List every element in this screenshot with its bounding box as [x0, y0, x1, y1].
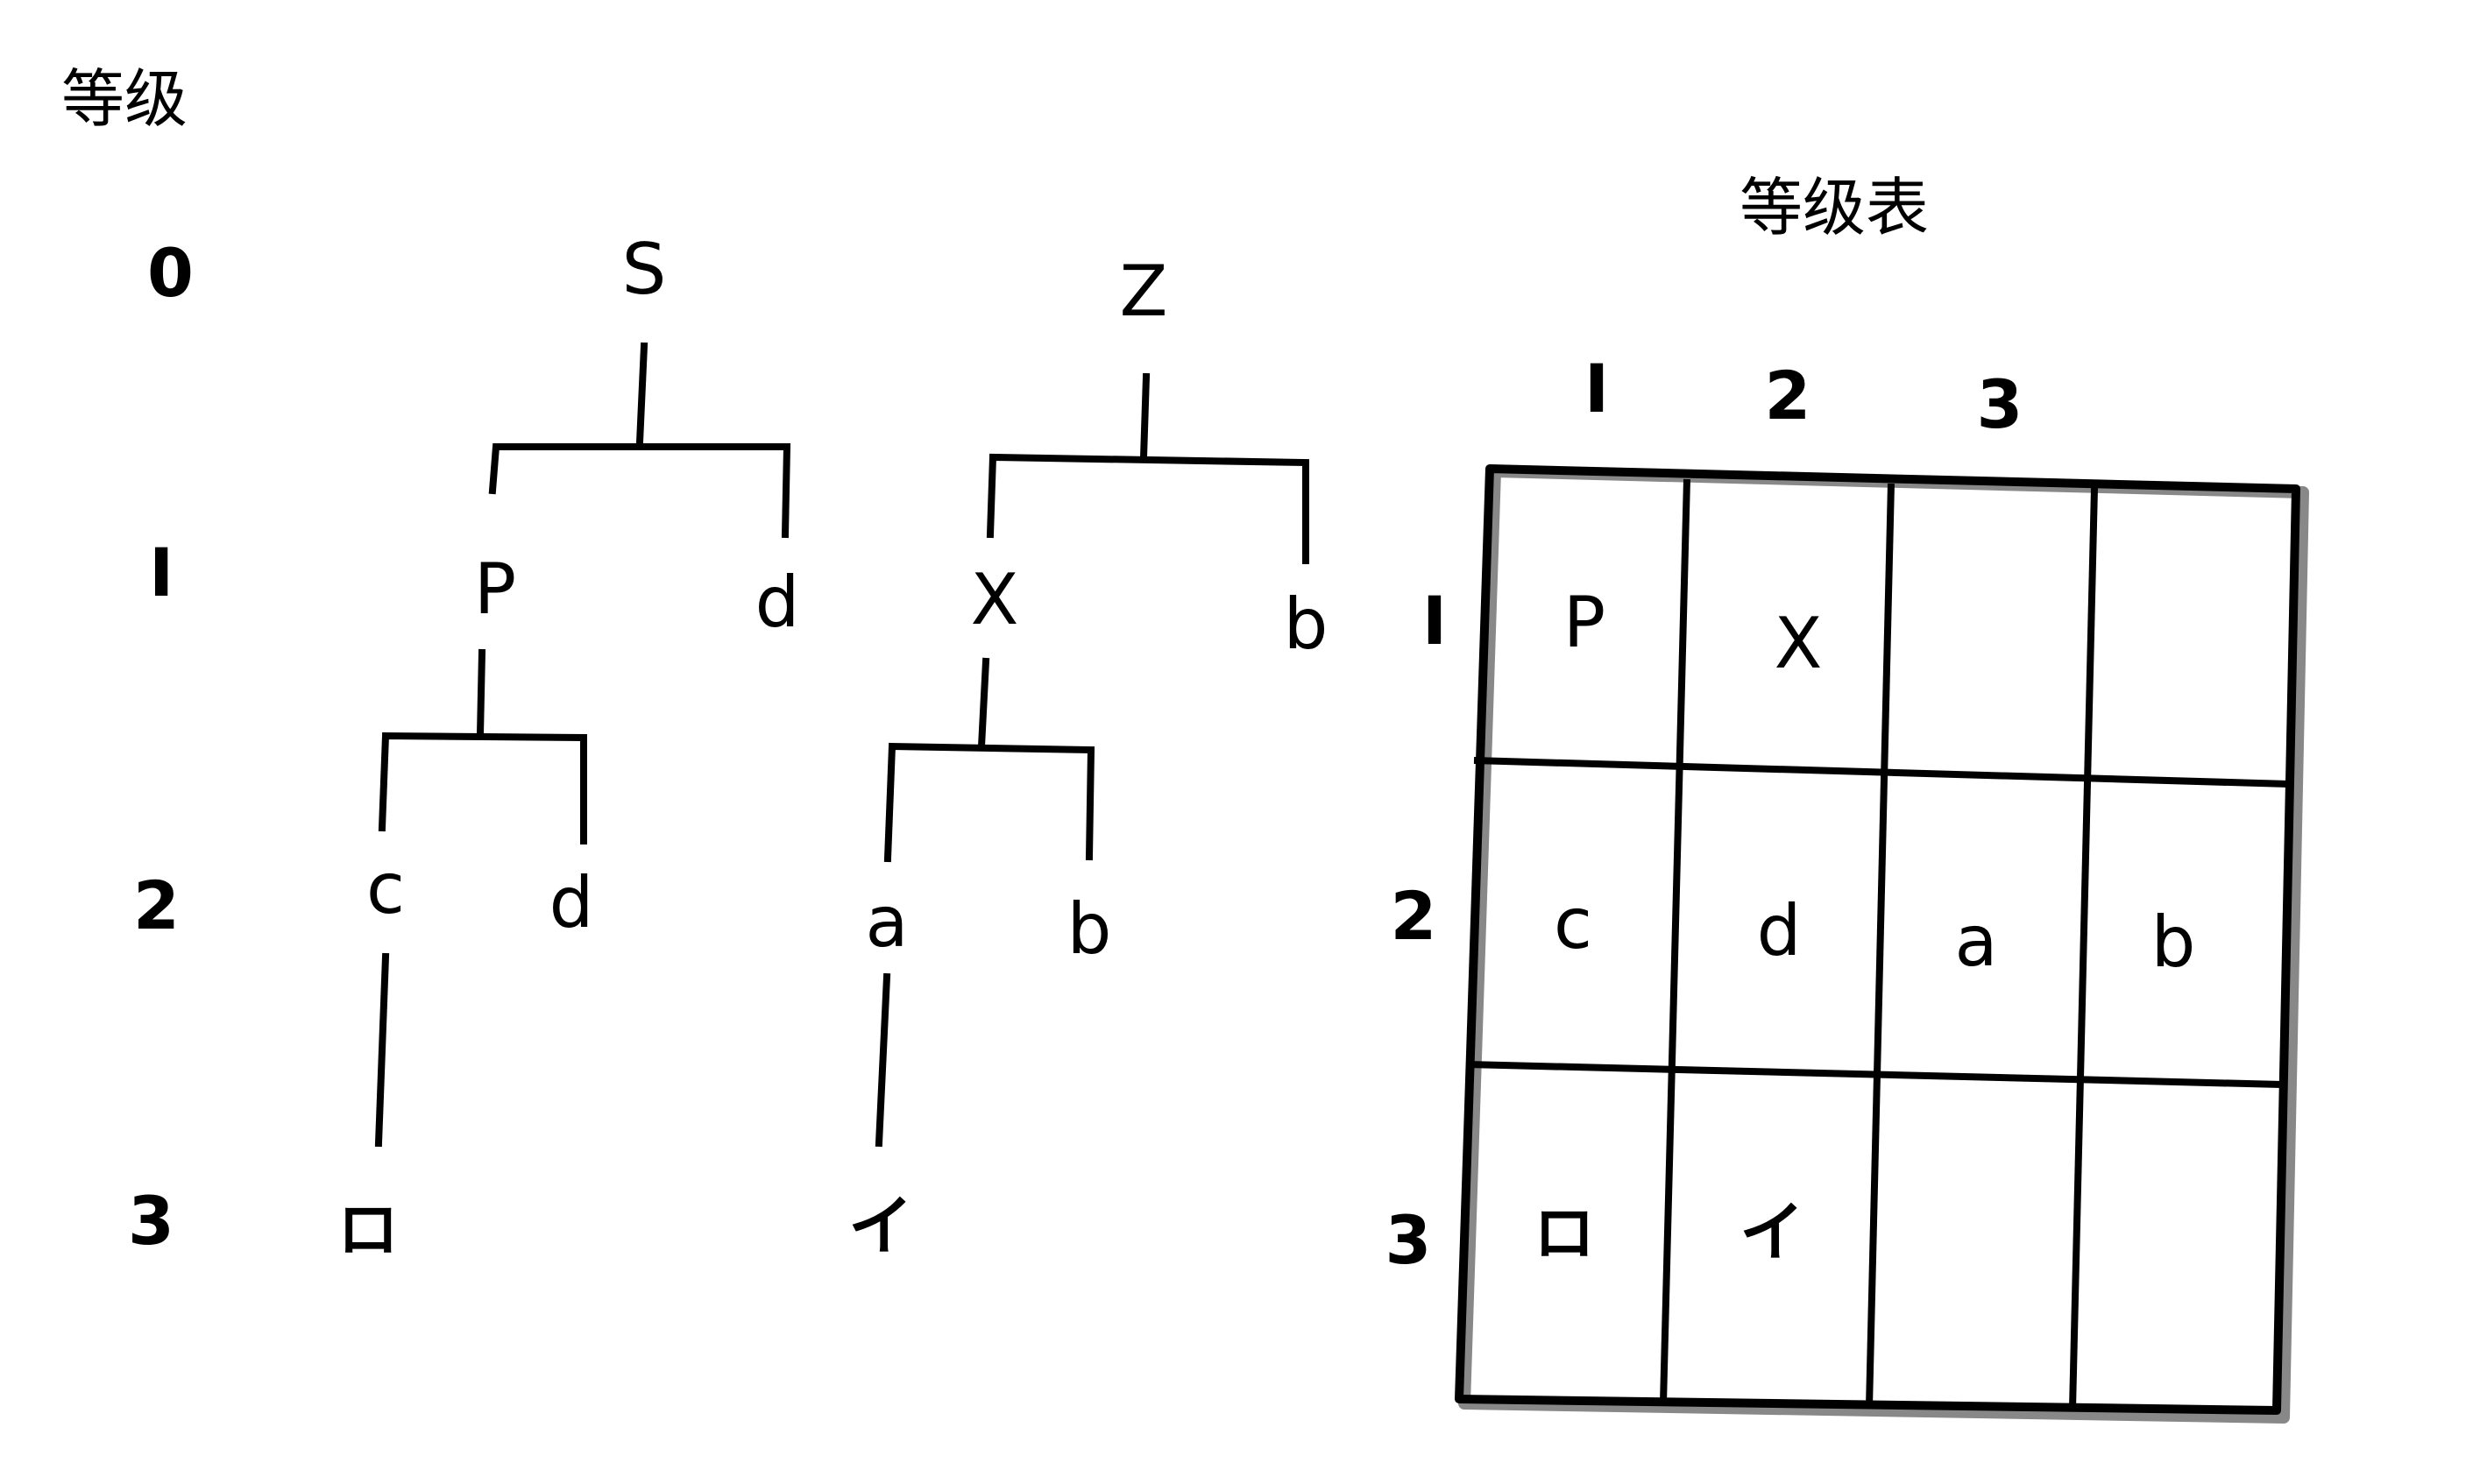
table-cell: c	[1554, 883, 1592, 965]
table-col-header-1: I	[1584, 350, 1609, 428]
tree-z-node-b1: b	[1284, 583, 1329, 665]
tree-s-node-d2: d	[549, 862, 594, 943]
table-col-header-3: 3	[1977, 365, 2023, 443]
level-title: 等级	[61, 62, 188, 136]
table-cell: X	[1775, 603, 1823, 684]
tree-s-connectors	[374, 342, 791, 1148]
tree-z-node-x: X	[971, 559, 1019, 640]
table-col-header-2: 2	[1765, 357, 1811, 435]
tree-z: Z X b a b イ	[848, 251, 1328, 1264]
table-row-header-1: I	[1422, 582, 1447, 660]
tree-z-node-i: イ	[848, 1189, 913, 1264]
tree-z-node-a: a	[865, 881, 908, 963]
table-cells: P X c d a b ロ イ	[1534, 582, 2195, 1270]
level-label-1: I	[149, 534, 174, 611]
tree-z-root: Z	[1120, 251, 1168, 332]
table-cell: ロ	[1534, 1198, 1595, 1269]
table-cell: P	[1563, 582, 1605, 663]
level-table: I 2 3 I 2 3 P X c d a b ロ イ	[1385, 350, 2309, 1424]
level-label-2: 2	[133, 866, 180, 944]
table-row-headers: I 2 3	[1385, 582, 1448, 1279]
level-label-3: 3	[128, 1182, 174, 1260]
tree-s-root: S	[622, 229, 667, 310]
table-cell: d	[1757, 890, 1802, 972]
table-grid	[1455, 464, 2309, 1424]
table-col-headers: I 2 3	[1584, 350, 2023, 443]
table-frame	[1455, 464, 2300, 1415]
tree-s-node-d1: d	[755, 562, 800, 643]
level-label-0: 0	[147, 234, 194, 312]
tree-s-node-c: c	[366, 848, 405, 929]
tree-s-node-p: P	[474, 548, 516, 630]
table-row-header-3: 3	[1385, 1201, 1432, 1279]
table-row-header-2: 2	[1391, 877, 1437, 955]
tree-s: S P d c d ロ	[337, 229, 799, 1266]
level-labels: 0 I 2 3	[128, 234, 194, 1260]
table-cell: イ	[1740, 1195, 1804, 1270]
table-title: 等级表	[1740, 171, 1929, 244]
tree-s-node-ro: ロ	[337, 1194, 399, 1266]
table-cell: b	[2151, 901, 2196, 983]
table-cell: a	[1954, 901, 1997, 982]
tree-z-connectors	[875, 372, 1309, 1148]
tree-z-node-b2: b	[1067, 888, 1112, 970]
